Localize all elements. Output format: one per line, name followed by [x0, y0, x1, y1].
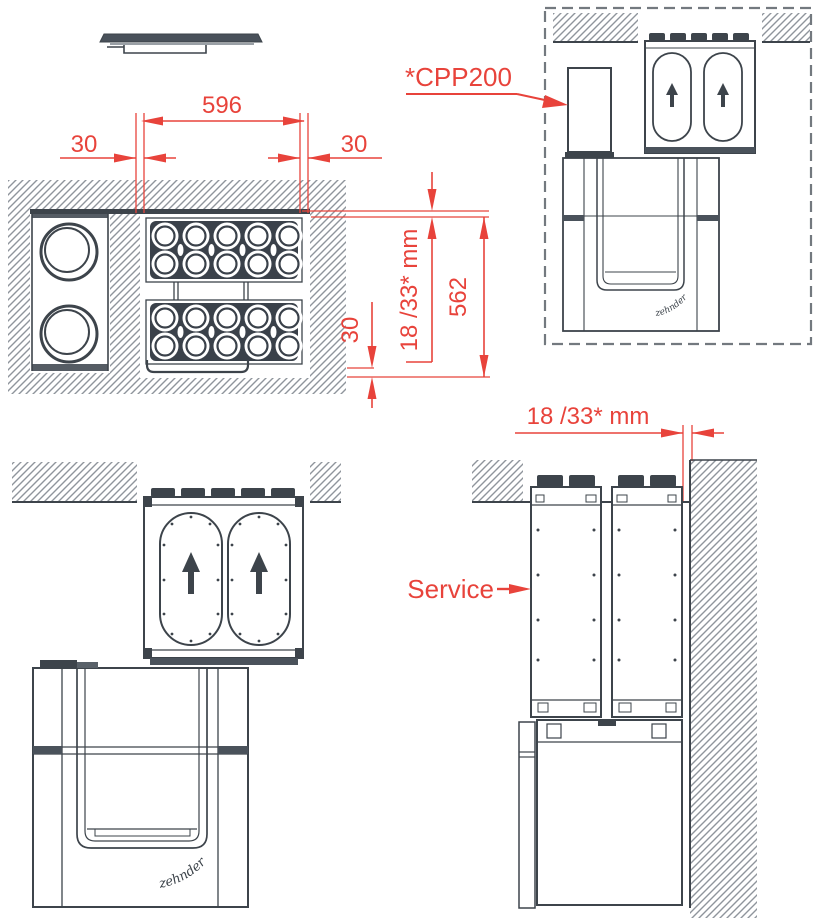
connector: [691, 33, 707, 41]
plan-view: [8, 180, 346, 394]
service-callout: Service: [407, 574, 531, 604]
dashed-frame: [543, 6, 813, 346]
unit-top-view: [143, 488, 304, 665]
service-label: Service: [407, 574, 494, 604]
connector: [569, 475, 595, 487]
dim-arrow: [141, 116, 163, 126]
connector: [241, 488, 265, 497]
cabinet-front-small: [562, 157, 720, 332]
dim-arrow: [367, 377, 377, 399]
dim-label-wall-gap: 18 /33* mm: [527, 403, 650, 430]
connector: [733, 33, 749, 41]
recirculation-view: zehnder *CPP200: [405, 6, 813, 346]
compartment-top-band: [32, 214, 108, 218]
vent-grille-front: [145, 299, 303, 365]
connector: [649, 33, 665, 41]
dim-label-width: 596: [202, 92, 242, 119]
front-view: zehnder: [12, 462, 341, 908]
dim-arrow: [283, 116, 305, 126]
cabinet-front: [32, 660, 249, 908]
unit-left: [530, 486, 602, 718]
dim-arrow: [661, 428, 683, 438]
dim-label-worktop-gap: 18 /33* mm: [396, 229, 423, 352]
dim-arrow: [278, 153, 300, 163]
dim-label-right-clearance: 30: [341, 131, 368, 158]
cabinet-door-panel: [518, 721, 536, 909]
unit-right: [611, 486, 683, 718]
dim-arrow: [427, 217, 437, 239]
duct-compartment: [31, 214, 109, 371]
wall-clearance-view: 18 /33* mm: [407, 403, 757, 918]
connector: [151, 488, 175, 497]
airflow-arrow-icon: [182, 552, 268, 594]
duct-spigot-top-inner: [44, 227, 90, 273]
connector: [181, 488, 205, 497]
cabinet-side: [518, 719, 683, 909]
dim-label-left-clearance: 30: [71, 131, 98, 158]
stadium-ticks: [162, 515, 288, 643]
dim-arrow: [479, 217, 489, 239]
cpp200-callout: *CPP200: [405, 62, 568, 108]
dim-label-rear-clearance: 30: [337, 317, 364, 344]
dim-label-depth: 562: [445, 277, 472, 317]
grille-holes: [151, 304, 303, 360]
dim-arrow: [367, 346, 377, 368]
callout-arrow: [542, 95, 568, 108]
cooktop-slab: [99, 33, 263, 43]
screw-dots: [536, 528, 677, 662]
unit-side-view: [530, 475, 683, 718]
airflow-arrow-icon: [666, 83, 729, 107]
ceiling-hatch-right: [310, 462, 341, 502]
callout-arrow: [509, 584, 531, 594]
dim-arrow: [479, 355, 489, 377]
connector: [650, 475, 676, 487]
fan-stadium: [227, 512, 291, 646]
dim-arrow: [144, 153, 166, 163]
vent-grille-rear: [145, 217, 303, 283]
dim-arrow: [427, 189, 437, 211]
grille-holes: [151, 222, 303, 278]
compartment-bottom-band: [32, 364, 108, 371]
dim-arrow: [114, 153, 136, 163]
ceiling-hatch: [472, 460, 523, 502]
connector: [211, 488, 235, 497]
cutout-front-edge: [145, 360, 250, 374]
fan-stadium: [703, 52, 743, 142]
cpp200-box: [565, 67, 614, 158]
dimensions-plan: 596 30 30 18 /33* mm 562: [60, 92, 490, 408]
connector: [670, 33, 686, 41]
ceiling-hatch-right: [762, 13, 810, 42]
accessory-label: *CPP200: [405, 62, 512, 92]
dim-arrow: [308, 153, 330, 163]
fan-stadium: [652, 52, 692, 142]
ceiling-hatch-left: [12, 462, 137, 502]
unit-top-view-small: [644, 33, 756, 154]
connector: [271, 488, 295, 497]
connector: [537, 475, 563, 487]
ceiling-hatch-left: [553, 13, 638, 42]
cooktop-side-profile: [99, 33, 263, 54]
connector: [712, 33, 728, 41]
cooktop-base-lip: [123, 45, 207, 54]
connector: [618, 475, 644, 487]
fan-stadium: [159, 512, 223, 646]
worktop-edge: [30, 209, 310, 214]
dim-wall-gap: 18 /33* mm: [515, 403, 724, 502]
dim-arrow: [692, 428, 714, 438]
wall-hatch: [690, 460, 757, 918]
duct-spigot-bottom-inner: [44, 309, 90, 355]
